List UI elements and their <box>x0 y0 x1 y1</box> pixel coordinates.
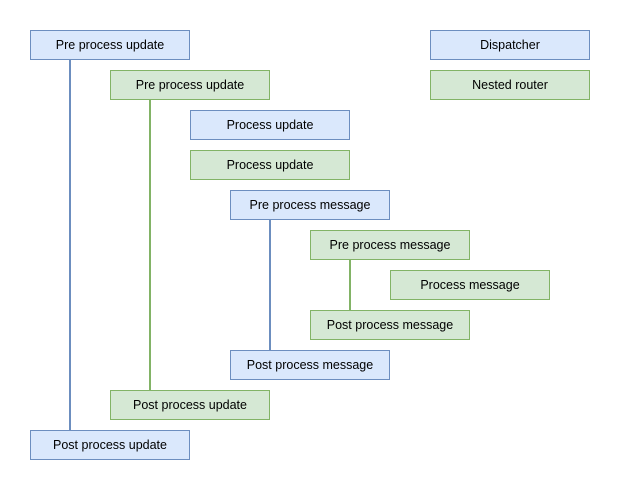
node-pre-process-message-dispatcher: Pre process message <box>230 190 390 220</box>
connector-message-lifeline-router <box>349 260 351 310</box>
node-post-process-update-router: Post process update <box>110 390 270 420</box>
legend-dispatcher: Dispatcher <box>430 30 590 60</box>
connector-message-lifeline-dispatcher <box>269 220 271 350</box>
node-pre-process-update-router: Pre process update <box>110 70 270 100</box>
node-process-message-router: Process message <box>390 270 550 300</box>
legend-nested-router: Nested router <box>430 70 590 100</box>
node-process-update-router: Process update <box>190 150 350 180</box>
node-post-process-update-dispatcher: Post process update <box>30 430 190 460</box>
node-pre-process-update-dispatcher: Pre process update <box>30 30 190 60</box>
connector-update-lifeline-dispatcher <box>69 60 71 430</box>
node-pre-process-message-router: Pre process message <box>310 230 470 260</box>
node-process-update-dispatcher: Process update <box>190 110 350 140</box>
node-post-process-message-dispatcher: Post process message <box>230 350 390 380</box>
connector-update-lifeline-router <box>149 100 151 390</box>
node-post-process-message-router: Post process message <box>310 310 470 340</box>
